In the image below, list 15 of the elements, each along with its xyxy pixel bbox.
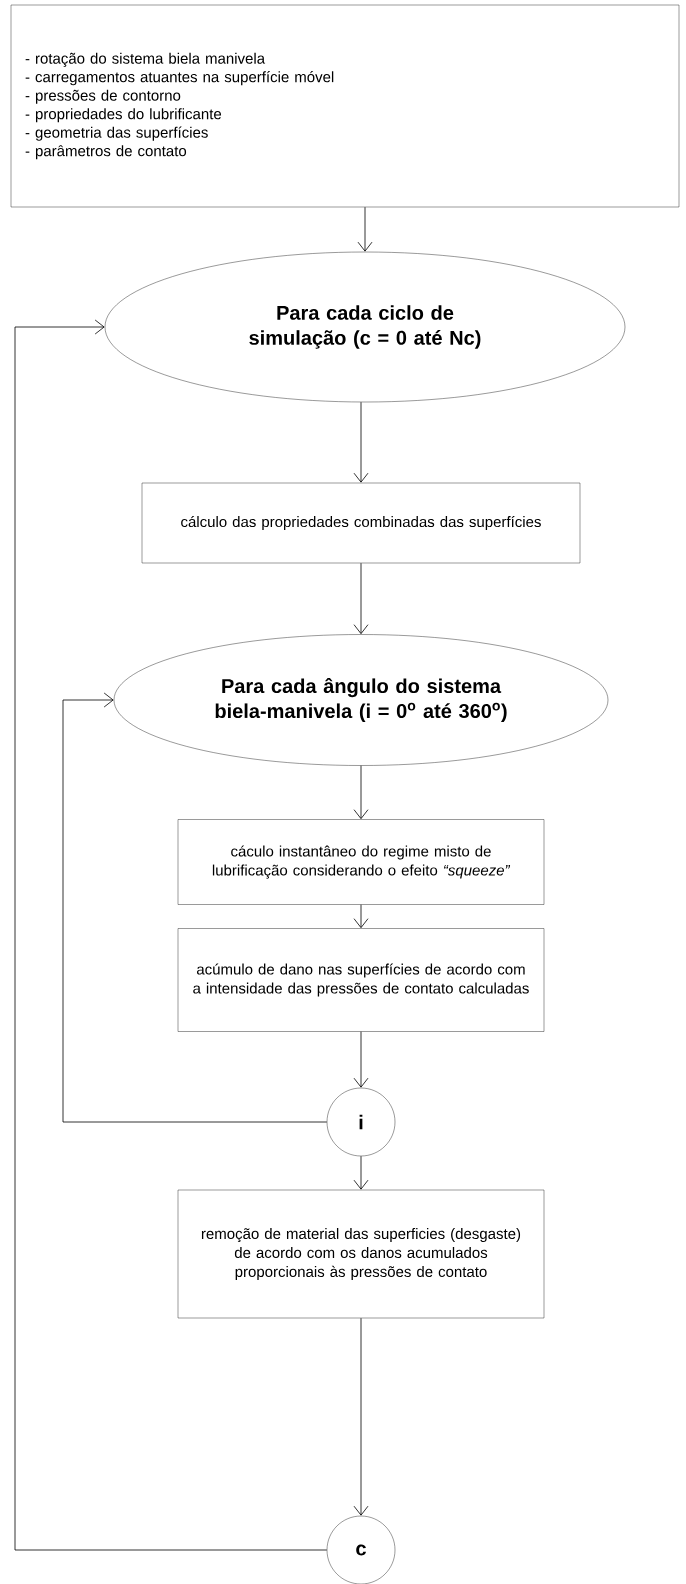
arrow — [353, 765, 369, 820]
arrow — [353, 1317, 369, 1516]
process-box: acúmulo de dano nas superfícies de acordo com a intensidade das pressões de contato calculadas — [177, 928, 545, 1032]
arrow — [353, 1155, 369, 1190]
arrow — [14, 319, 328, 1551]
process-box: cálculo das propriedades combinadas das superfícies — [141, 482, 581, 564]
input-list-box: - rotação do sistema biela manivela - carregamentos atuantes na superfície móvel - pressões de contorno - propriedades do lubrificante - geometria das superfícies - parâmetros de contato — [10, 4, 680, 208]
arrow — [353, 562, 369, 635]
arrow — [353, 904, 369, 929]
arrow — [62, 692, 328, 1123]
arrow — [357, 206, 373, 252]
process-box: cáculo instantâneo do regime misto de lubrificação considerando o efeito “squeeze” — [177, 819, 545, 905]
process-box: remoção de material das superficies (desgaste) de acordo com os danos acumulados proporcionais às pressões de contato — [177, 1189, 545, 1319]
arrow — [353, 1031, 369, 1088]
arrow — [353, 401, 369, 483]
